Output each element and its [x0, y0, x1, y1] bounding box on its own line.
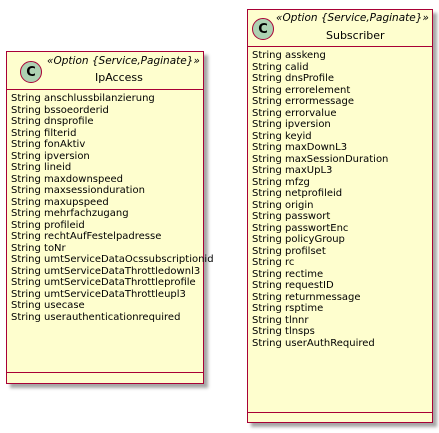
attribute-item: String passwort: [252, 211, 331, 222]
attribute-item: String tlnsps: [252, 326, 315, 337]
class-stereotype: «Option {Service,Paginate}»: [47, 55, 200, 67]
attribute-item: String rectime: [252, 268, 324, 280]
attribute-item: String returnmessage: [252, 291, 361, 303]
attribute-item: String userAuthRequired: [252, 337, 375, 349]
class-stereotype: «Option {Service,Paginate}»: [276, 12, 429, 24]
attribute-item: String passwortEnc: [252, 222, 349, 234]
attribute-item: String toNr: [11, 242, 66, 254]
class-header: C «Option {Service,Paginate}» Subscriber: [248, 10, 432, 47]
attribute-item: String origin: [252, 199, 314, 211]
attribute-item: String anschlussbilanzierung: [11, 93, 155, 104]
attribute-item: String mfzg: [252, 176, 310, 188]
attribute-item: String asskeng: [252, 50, 326, 61]
attribute-item: String maxSessionDuration: [252, 153, 389, 165]
attribute-item: String lineid: [11, 162, 72, 173]
attribute-item: String maxdownspeed: [11, 173, 124, 185]
attribute-item: String rechtAufFestelpadresse: [11, 231, 162, 242]
attribute-item: String umtServiceDataOcssubscriptionid: [11, 254, 214, 265]
class-subscriber: C «Option {Service,Paginate}» Subscriber…: [247, 9, 433, 423]
attribute-item: String mehrfachzugang: [11, 208, 129, 219]
attribute-item: String umtServiceDataThrottleupl3: [11, 288, 186, 300]
class-badge-icon: C: [252, 18, 274, 40]
attribute-item: String policyGroup: [252, 234, 345, 245]
attribute-item: String umtServiceDataThrottleprofile: [11, 277, 196, 288]
attribute-item: String maxUpL3: [252, 165, 333, 176]
attribute-item: String usecase: [11, 300, 85, 311]
method-section: [248, 413, 432, 421]
attribute-item: String rsptime: [252, 303, 324, 314]
class-ipaccess: C «Option {Service,Paginate}» IpAccess S…: [6, 51, 214, 384]
attribute-item: String netprofileid: [252, 188, 343, 199]
method-section: [7, 373, 203, 381]
attribute-item: String keyid: [252, 130, 312, 142]
attribute-item: String ipversion: [11, 150, 90, 162]
attribute-item: String profilset: [252, 245, 326, 257]
attribute-item: String profileid: [11, 219, 85, 231]
attribute-item: String maxDownL3: [252, 142, 348, 153]
attribute-item: String filterid: [11, 127, 77, 139]
class-badge-icon: C: [20, 61, 42, 83]
attribute-item: String ipversion: [252, 119, 331, 130]
attribute-item: String bssoeorderid: [11, 104, 109, 116]
attribute-item: String calid: [252, 61, 309, 73]
attribute-item: String dnsProfile: [252, 73, 335, 84]
attribute-item: String errorelement: [252, 84, 351, 96]
attribute-item: String maxsessionduration: [11, 185, 145, 196]
attribute-item: String errormessage: [252, 96, 354, 107]
class-name: Subscriber: [326, 29, 385, 42]
attribute-item: String umtServiceDataThrottledownl3: [11, 265, 201, 277]
class-name: IpAccess: [95, 71, 143, 84]
attribute-item: String errorvalue: [252, 107, 337, 119]
attribute-item: String rc: [252, 257, 295, 268]
attribute-item: String requestID: [252, 280, 334, 291]
attribute-item: String maxupspeed: [11, 196, 109, 208]
attribute-item: String dnsprofile: [11, 116, 94, 127]
attribute-item: String fonAktiv: [11, 139, 86, 150]
attribute-item: String tlnnr: [252, 314, 309, 326]
class-header: C «Option {Service,Paginate}» IpAccess: [7, 52, 203, 90]
attribute-item: String userauthenticationrequired: [11, 311, 181, 323]
